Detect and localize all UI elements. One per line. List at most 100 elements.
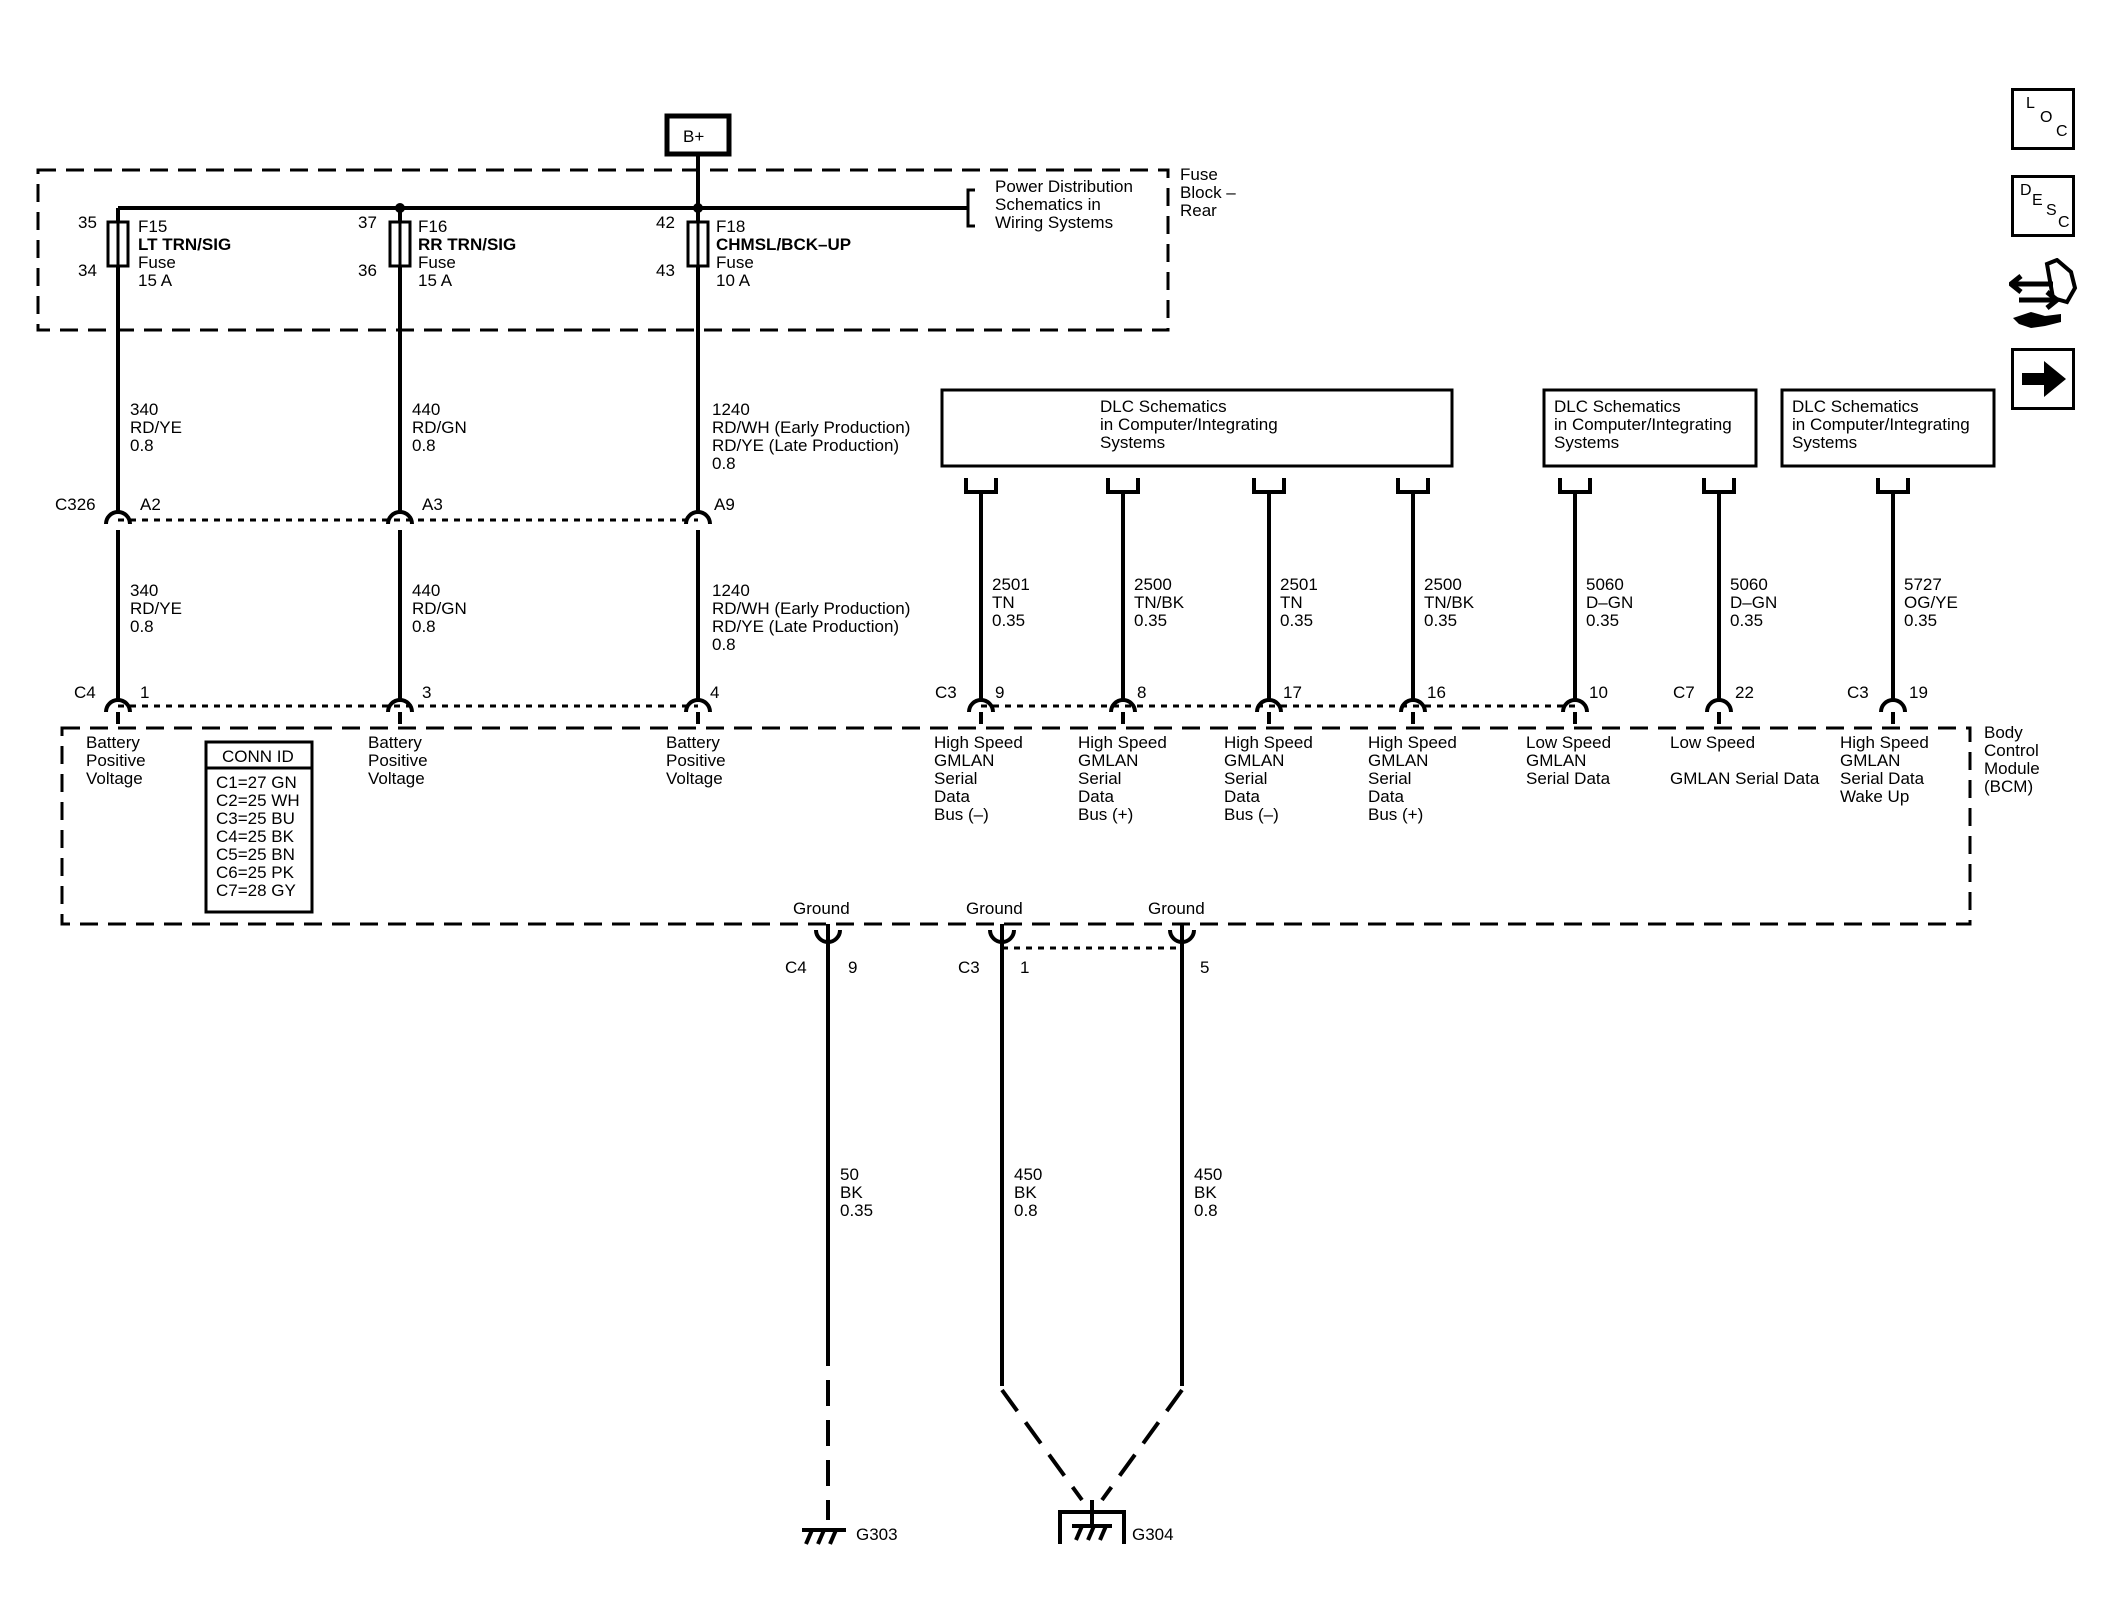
svg-text:35: 35: [78, 213, 97, 232]
svg-text:2500: 2500: [1134, 575, 1172, 594]
next-page-button[interactable]: [2011, 348, 2075, 410]
connector-view-button[interactable]: [2006, 257, 2079, 332]
bcm-label-ls-data-22: Low Speed GMLAN Serial Data: [1670, 733, 1820, 788]
svg-text:RR TRN/SIG: RR TRN/SIG: [418, 235, 516, 254]
ground-g303: G303: [802, 1525, 898, 1545]
ground-pin-5: 5: [1200, 958, 1209, 977]
description-icon-letter-c: C: [2058, 214, 2070, 231]
svg-text:340: 340: [130, 400, 158, 419]
wire-440-lower: 440 RD/GN 0.8: [412, 581, 467, 636]
svg-text:LT TRN/SIG: LT TRN/SIG: [138, 235, 231, 254]
fuse-block-name-line3: Rear: [1180, 201, 1217, 220]
svg-text:5060: 5060: [1586, 575, 1624, 594]
description-icon-letter-d: D: [2020, 182, 2032, 199]
svg-text:BK: BK: [1194, 1183, 1217, 1202]
svg-text:440: 440: [412, 581, 440, 600]
power-dist-ref-line1: Power Distribution: [995, 177, 1133, 196]
svg-text:C6=25 PK: C6=25 PK: [216, 863, 295, 882]
svg-text:0.8: 0.8: [130, 436, 154, 455]
svg-text:GMLAN: GMLAN: [1078, 751, 1138, 770]
wire-5060-a: 5060 D–GN 0.35: [1586, 575, 1633, 630]
svg-text:10 A: 10 A: [716, 271, 751, 290]
svg-text:Serial: Serial: [1224, 769, 1267, 788]
description-icon-letter-e: E: [2032, 192, 2043, 209]
location-icon-letter-o: O: [2040, 109, 2053, 126]
bcm-pin-1: 1: [140, 683, 149, 702]
svg-text:0.8: 0.8: [712, 635, 736, 654]
svg-text:Fuse: Fuse: [716, 253, 754, 272]
svg-text:RD/WH (Early Production): RD/WH (Early Production): [712, 599, 910, 618]
wire-2500-b: 2500 TN/BK 0.35: [1424, 575, 1475, 630]
wire-340-upper: 340 RD/YE 0.8: [130, 400, 182, 455]
ground-pin-9: 9: [848, 958, 857, 977]
svg-text:Data: Data: [1078, 787, 1114, 806]
svg-text:37: 37: [358, 213, 377, 232]
bcm-label-hs-bus-plus-16: High Speed GMLAN Serial Data Bus (+): [1368, 733, 1457, 824]
svg-text:42: 42: [656, 213, 675, 232]
svg-text:5060: 5060: [1730, 575, 1768, 594]
dlc-stubs: [964, 478, 1910, 494]
wire-5060-b: 5060 D–GN 0.35: [1730, 575, 1777, 630]
bcm-name-line3: Module: [1984, 759, 2040, 778]
svg-text:High Speed: High Speed: [1078, 733, 1167, 752]
svg-text:15 A: 15 A: [418, 271, 453, 290]
svg-text:Systems: Systems: [1554, 433, 1619, 452]
svg-text:G304: G304: [1132, 1525, 1174, 1544]
svg-text:BK: BK: [840, 1183, 863, 1202]
bcm-pin-4: 4: [710, 683, 719, 702]
bcm-pin-10: 10: [1589, 683, 1608, 702]
bcm-conn-c3-a: C3: [935, 683, 957, 702]
description-button[interactable]: D E S C: [2011, 175, 2075, 237]
svg-text:Voltage: Voltage: [666, 769, 723, 788]
location-button[interactable]: L O C: [2011, 88, 2075, 150]
bcm-pin-17: 17: [1283, 683, 1302, 702]
svg-text:RD/WH (Early Production): RD/WH (Early Production): [712, 418, 910, 437]
svg-text:Positive: Positive: [666, 751, 726, 770]
svg-text:340: 340: [130, 581, 158, 600]
svg-text:43: 43: [656, 261, 675, 280]
location-icon-letter-c: C: [2056, 123, 2068, 140]
svg-text:Bus (+): Bus (+): [1368, 805, 1423, 824]
svg-text:Serial: Serial: [934, 769, 977, 788]
svg-text:CHMSL/BCK–UP: CHMSL/BCK–UP: [716, 235, 851, 254]
svg-text:Bus (–): Bus (–): [1224, 805, 1279, 824]
svg-text:TN/BK: TN/BK: [1424, 593, 1475, 612]
svg-text:High Speed: High Speed: [1368, 733, 1457, 752]
svg-text:0.35: 0.35: [1134, 611, 1167, 630]
svg-text:A9: A9: [714, 495, 735, 514]
wire-2501-b: 2501 TN 0.35: [1280, 575, 1318, 630]
svg-text:GMLAN: GMLAN: [1526, 751, 1586, 770]
bcm-label-hs-bus-minus-17: High Speed GMLAN Serial Data Bus (–): [1224, 733, 1313, 824]
svg-text:Data: Data: [934, 787, 970, 806]
svg-text:Systems: Systems: [1100, 433, 1165, 452]
fuse-f15: 35 34 F15 LT TRN/SIG Fuse 15 A: [78, 213, 231, 290]
svg-text:CONN ID: CONN ID: [222, 747, 294, 766]
location-icon-letter-l: L: [2026, 95, 2035, 112]
svg-text:in Computer/Integrating: in Computer/Integrating: [1100, 415, 1278, 434]
svg-text:F16: F16: [418, 217, 447, 236]
battery-positive-label: B+: [683, 127, 704, 146]
ground-label-2: Ground: [966, 899, 1023, 918]
wire-1240-lower: 1240 RD/WH (Early Production) RD/YE (Lat…: [712, 581, 910, 654]
svg-text:0.35: 0.35: [1280, 611, 1313, 630]
svg-text:Battery: Battery: [666, 733, 720, 752]
svg-text:450: 450: [1194, 1165, 1222, 1184]
svg-text:Bus (–): Bus (–): [934, 805, 989, 824]
conn-id-table: CONN ID C1=27 GN C2=25 WH C3=25 BU C4=25…: [204, 740, 314, 914]
bcm-label-hs-wakeup-19: High Speed GMLAN Serial Data Wake Up: [1840, 733, 1929, 806]
svg-text:Low Speed: Low Speed: [1670, 733, 1755, 752]
svg-text:A3: A3: [422, 495, 443, 514]
svg-text:Data: Data: [1368, 787, 1404, 806]
bcm-pin-19: 19: [1909, 683, 1928, 702]
svg-text:F15: F15: [138, 217, 167, 236]
svg-text:High Speed: High Speed: [1840, 733, 1929, 752]
svg-text:DLC Schematics: DLC Schematics: [1100, 397, 1227, 416]
svg-text:Battery: Battery: [86, 733, 140, 752]
svg-text:RD/YE (Late Production): RD/YE (Late Production): [712, 617, 899, 636]
svg-text:RD/GN: RD/GN: [412, 418, 467, 437]
svg-text:0.35: 0.35: [1586, 611, 1619, 630]
svg-text:in Computer/Integrating: in Computer/Integrating: [1554, 415, 1732, 434]
svg-text:GMLAN: GMLAN: [1224, 751, 1284, 770]
bcm-pin-8: 8: [1137, 683, 1146, 702]
svg-text:2501: 2501: [992, 575, 1030, 594]
